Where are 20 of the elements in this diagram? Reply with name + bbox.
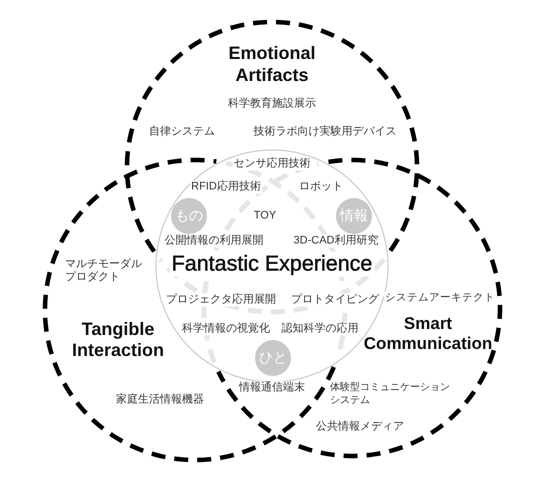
topic-label: センサ応用技術 [232,158,312,170]
circle-title: Emotional Artifacts [228,42,316,86]
topic-label: 体験型コミュニケーションシステム [330,381,451,407]
topic-label: 情報通信端末 [238,382,306,394]
topic-label: 自律システム [148,126,216,138]
topic-label: 3D-CAD利用研究 [292,234,380,248]
topic-label: プロトタイピング [290,294,380,306]
topic-label: 認知科学の応用 [280,322,360,336]
topic-label: 科学情報の視覚化 [181,322,271,336]
center-title: Fantastic Experience [170,252,374,276]
topic-label: 家庭生活情報機器 [115,394,205,406]
circle-title: Tangible Interaction [72,319,164,361]
topic-label: プロジェクタ応用展開 [165,294,277,306]
topic-label: RFID応用技術 [190,180,262,194]
topic-label: 公共情報メディア [315,420,405,434]
circle-title: Smart Communication [364,314,492,354]
topic-label: 技術ラボ向け実験用デバイス [252,126,398,138]
topic-label: 科学教育施設展示 [227,98,317,110]
topic-label: 公開情報の利用展開 [164,234,264,248]
topic-label: マルチモーダルプロダクト [65,258,143,284]
